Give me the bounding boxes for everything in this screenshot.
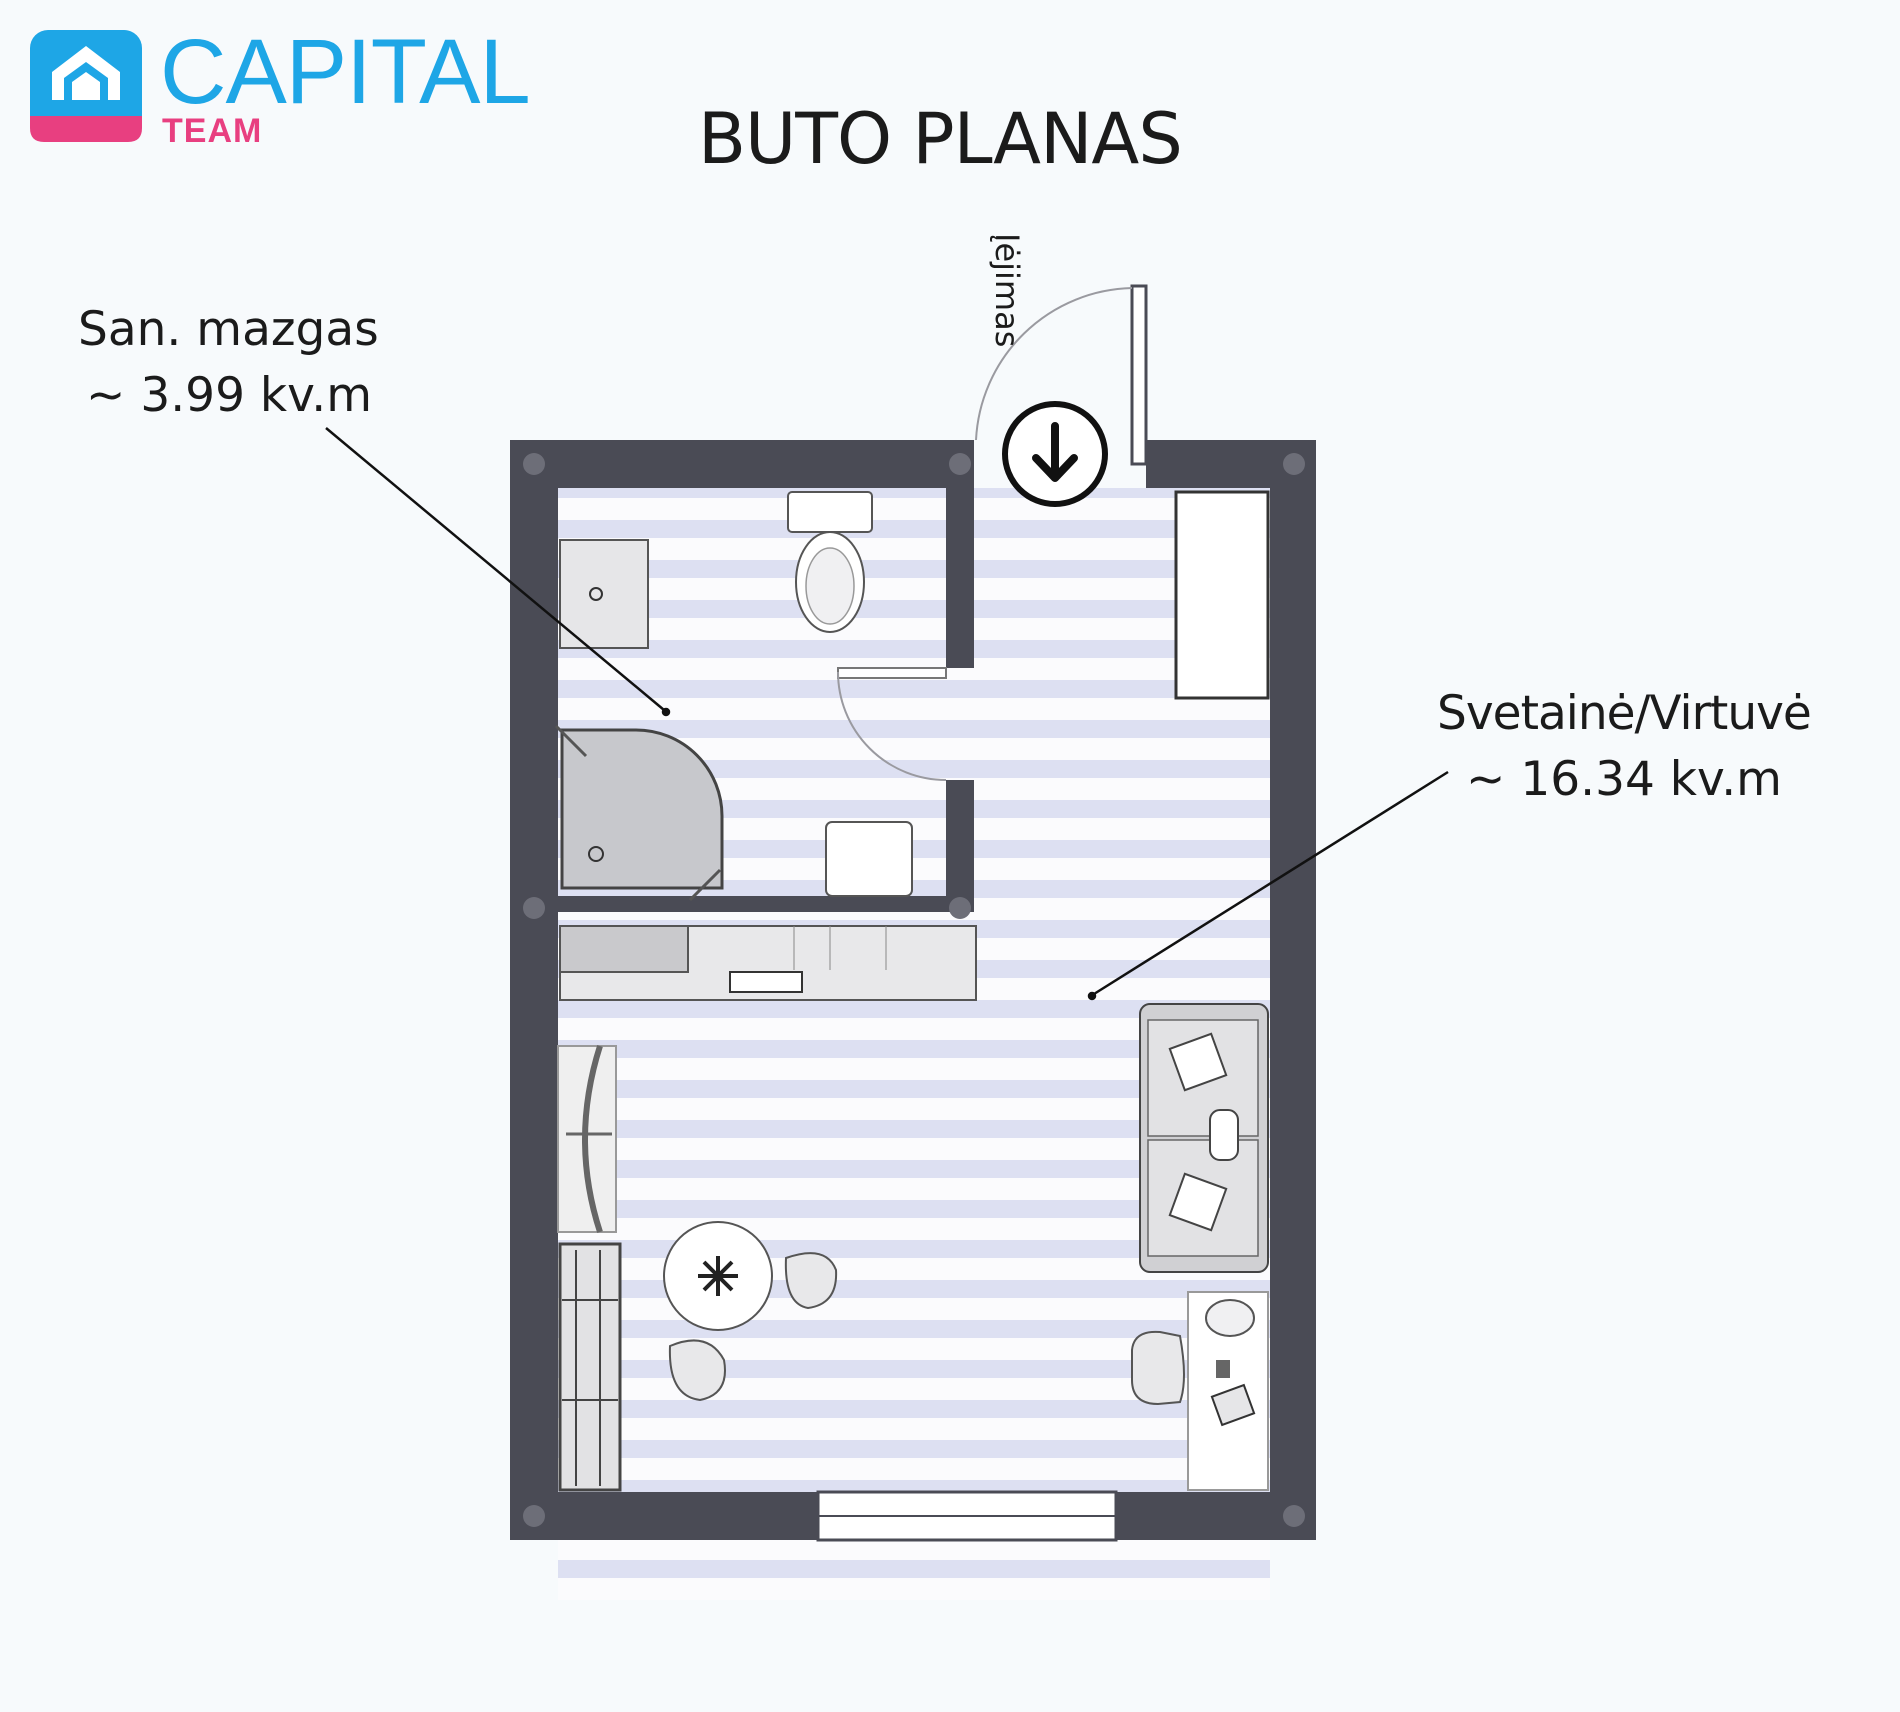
sink xyxy=(559,539,649,649)
dining-set xyxy=(663,1221,838,1402)
shower xyxy=(554,724,724,902)
bathroom-label: San. mazgas xyxy=(78,302,379,357)
shelf-unit xyxy=(558,1242,622,1492)
page-title: BUTO PLANAS xyxy=(698,98,1183,180)
entrance-label: Įėjimas xyxy=(988,233,1026,348)
coat-rack xyxy=(557,1045,617,1233)
logo-mark xyxy=(30,30,142,142)
kitchen-counter xyxy=(559,925,977,1001)
leader-lines xyxy=(325,427,1449,1001)
living-room-label: Svetainė/Virtuvė xyxy=(1437,686,1812,741)
sofa xyxy=(1139,1003,1269,1273)
toilet xyxy=(787,491,873,633)
entrance-door xyxy=(975,284,1148,507)
logo-subtitle: TEAM xyxy=(162,112,263,150)
desk xyxy=(1131,1291,1269,1491)
bathroom-door xyxy=(837,667,947,781)
bathroom-area: ~ 3.99 kv.m xyxy=(86,368,373,423)
washing-machine xyxy=(825,821,913,897)
wardrobe xyxy=(1174,490,1270,700)
window xyxy=(816,1490,1118,1542)
walls xyxy=(510,440,1316,1540)
living-room-area: ~ 16.34 kv.m xyxy=(1466,752,1782,807)
logo-wordmark: CAPITAL xyxy=(160,21,531,123)
plant-icon xyxy=(698,1256,738,1296)
bathroom-fixtures xyxy=(554,491,913,902)
